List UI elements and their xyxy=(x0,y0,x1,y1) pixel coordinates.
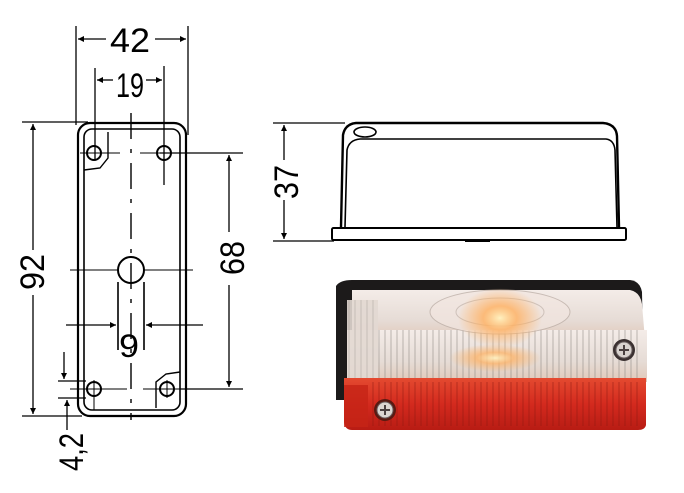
dim-label-9: 9 xyxy=(119,328,139,364)
screw-bottom-left xyxy=(374,399,396,421)
side-base-plate xyxy=(331,227,627,241)
front-view xyxy=(70,113,215,420)
dimension-offset-4-2 xyxy=(58,352,86,430)
dimension-hole-spacing-19 xyxy=(94,66,165,185)
side-outline-inner xyxy=(344,138,618,228)
dimension-width-42 xyxy=(75,26,189,135)
bulb-glow xyxy=(458,288,542,348)
dim-label-19: 19 xyxy=(116,67,144,105)
dim-label-42: 42 xyxy=(110,22,150,60)
side-view xyxy=(331,121,627,242)
dimension-depth-37 xyxy=(273,122,345,242)
dim-label-37: 37 xyxy=(268,165,306,199)
side-hole xyxy=(353,126,377,138)
dim-label-4-2: 4,2 xyxy=(53,433,91,471)
dim-label-68: 68 xyxy=(214,241,252,275)
screw-top-right xyxy=(613,339,635,361)
dimension-height-92 xyxy=(22,121,88,417)
lamp-photo xyxy=(336,280,647,430)
dimension-hole-spacing-68 xyxy=(160,152,243,390)
side-outline-outer xyxy=(339,121,621,228)
dim-label-92: 92 xyxy=(14,254,52,290)
